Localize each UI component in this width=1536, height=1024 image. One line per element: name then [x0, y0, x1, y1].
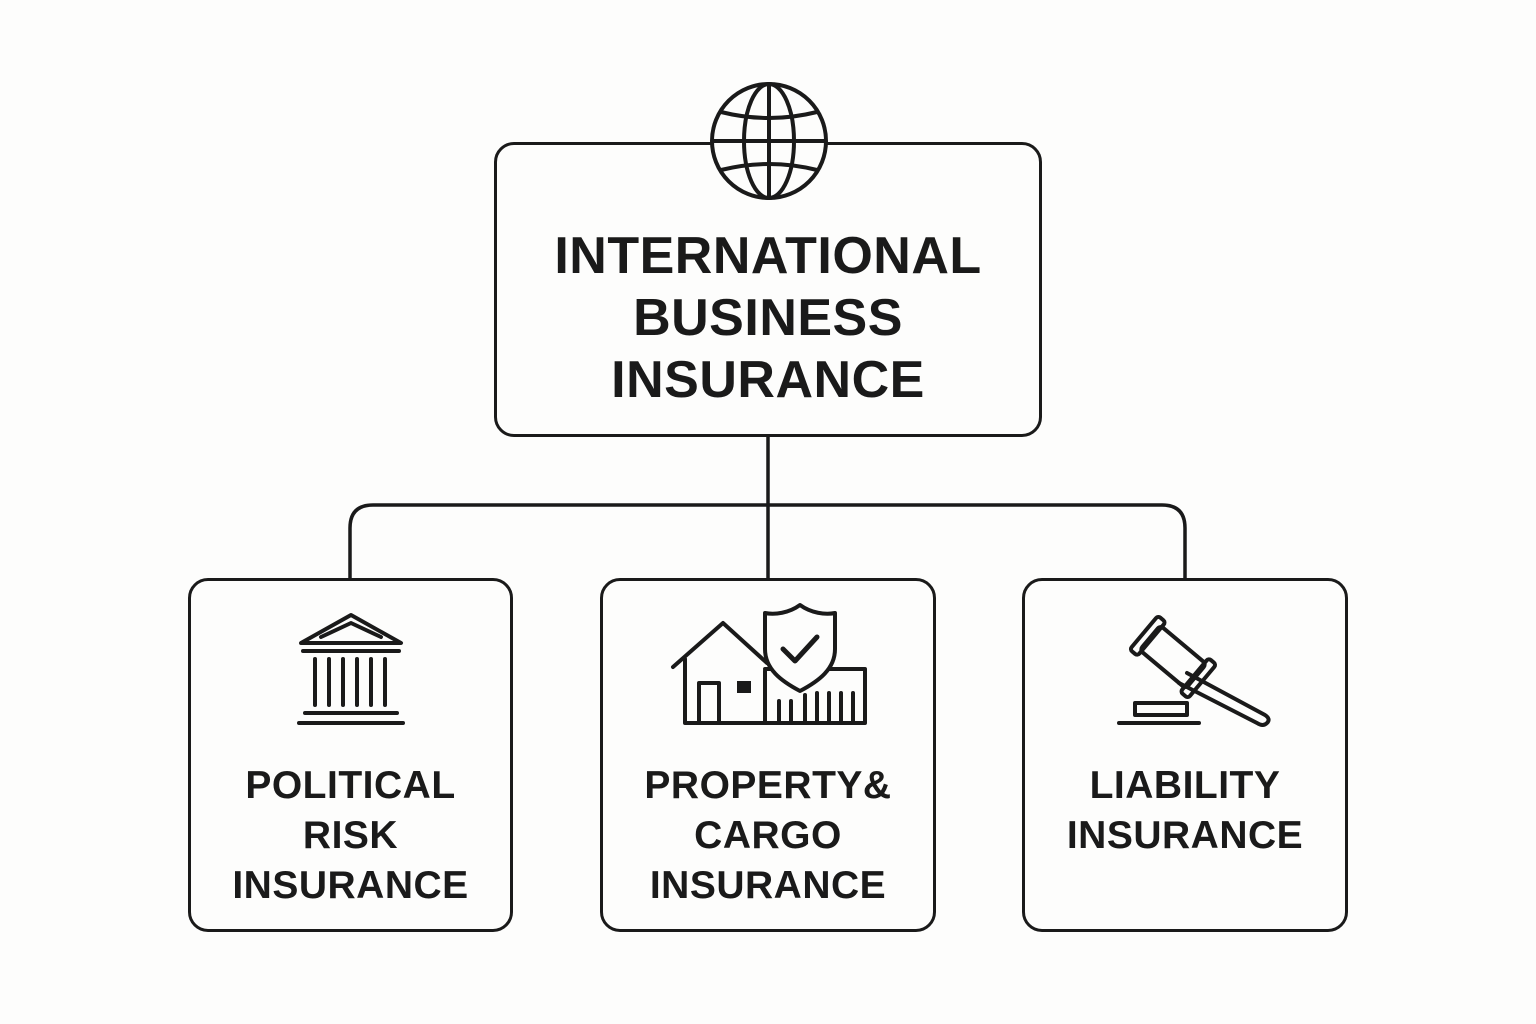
- property-label-line-1: PROPERTY&: [644, 764, 892, 807]
- house-shield-container-icon: [671, 603, 867, 725]
- child-node-property-cargo-insurance: PROPERTY& CARGO INSURANCE: [600, 578, 936, 932]
- child-node-liability-insurance: LIABILITY INSURANCE: [1022, 578, 1348, 932]
- root-label-line-3: INSURANCE: [611, 351, 925, 409]
- child-label-property: PROPERTY& CARGO INSURANCE: [603, 761, 933, 911]
- gavel-icon: [1117, 614, 1271, 727]
- liability-label-line-1: LIABILITY: [1089, 764, 1281, 807]
- child-node-political-risk-insurance: POLITICAL RISK INSURANCE: [188, 578, 513, 932]
- branch-connector-left: [348, 503, 768, 580]
- political-label-line-3: INSURANCE: [232, 864, 469, 907]
- political-label-line-2: RISK: [302, 814, 399, 857]
- liability-label-line-2: INSURANCE: [1066, 814, 1304, 857]
- globe-icon: [710, 82, 828, 200]
- root-label-line-2: BUSINESS: [633, 289, 903, 347]
- property-label-line-3: INSURANCE: [649, 864, 887, 907]
- root-node-label: INTERNATIONAL BUSINESS INSURANCE: [497, 225, 1039, 411]
- child-label-liability: LIABILITY INSURANCE: [1025, 761, 1345, 861]
- child-label-political: POLITICAL RISK INSURANCE: [191, 761, 510, 911]
- bank-building-icon: [297, 613, 405, 725]
- property-label-line-2: CARGO: [694, 814, 842, 857]
- root-node-international-business-insurance: INTERNATIONAL BUSINESS INSURANCE: [494, 142, 1042, 437]
- political-label-line-1: POLITICAL: [245, 764, 456, 807]
- branch-connector-right: [768, 503, 1187, 580]
- root-label-line-1: INTERNATIONAL: [554, 227, 982, 285]
